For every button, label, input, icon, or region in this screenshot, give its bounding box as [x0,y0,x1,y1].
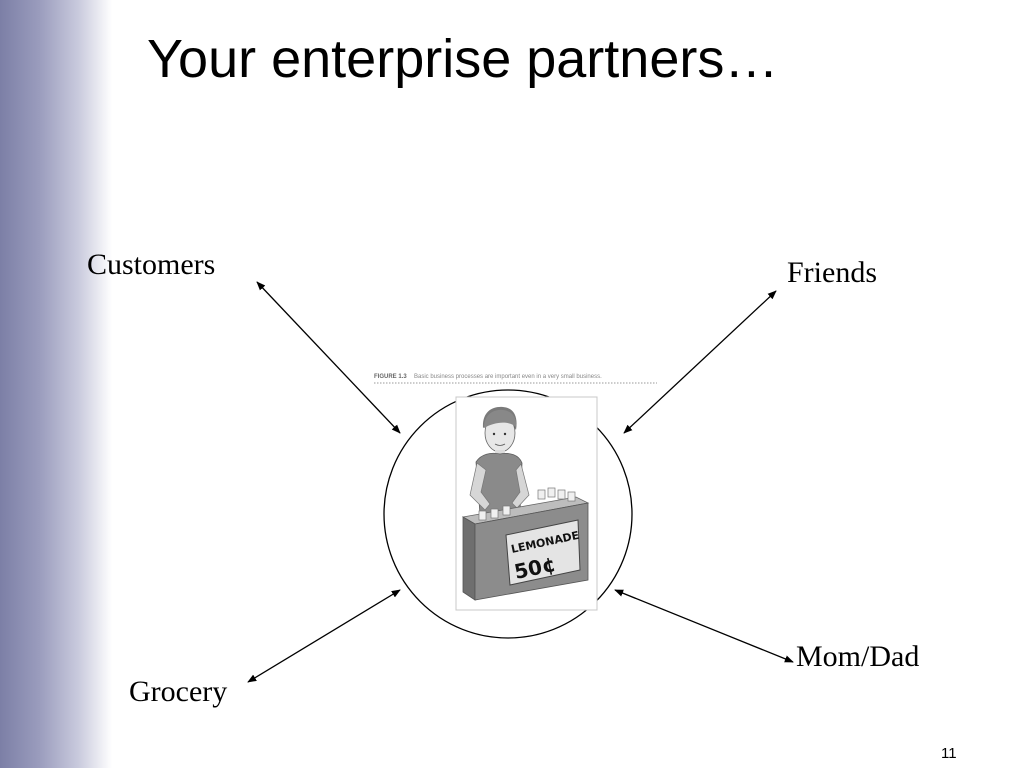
arrow-grocery [247,589,401,683]
center-circle [383,389,633,639]
label-mom-dad: Mom/Dad [796,640,920,673]
figure-caption-label: FIGURE 1.3 [374,374,407,380]
decorative-sidebar [0,0,112,768]
boy-eye-right [503,432,507,436]
boy-shirt [475,452,523,515]
figure-caption-text: Basic business processes are important e… [414,374,602,380]
label-customers: Customers [87,248,216,281]
slide-number: 11 [941,745,957,762]
cup [547,487,556,498]
boy-mouth [494,443,506,446]
lemonade-sign [505,519,581,586]
boy-neck [495,450,505,456]
lemonade-stand-illustration: LEMONADE 50¢ [455,396,598,611]
arrow-mom-dad [614,589,794,663]
label-friends: Friends [787,256,877,289]
arrow-friends [623,290,777,434]
cup [557,489,566,500]
cup [490,508,499,519]
boy-eye-left [492,432,496,436]
cup [537,489,546,500]
cup [502,505,511,516]
label-grocery: Grocery [129,675,228,708]
cup [478,510,487,521]
figure-caption: FIGURE 1.3 Basic business processes are … [374,374,657,384]
boy-arm-right [511,463,530,509]
arrow-customers [256,281,401,434]
boy-hair-top [484,409,517,428]
cup [567,491,576,502]
stand-side [462,516,476,601]
slide-title: Your enterprise partners… [147,29,779,89]
lemonade-cups [478,487,576,521]
boy-arm-left [469,462,491,511]
